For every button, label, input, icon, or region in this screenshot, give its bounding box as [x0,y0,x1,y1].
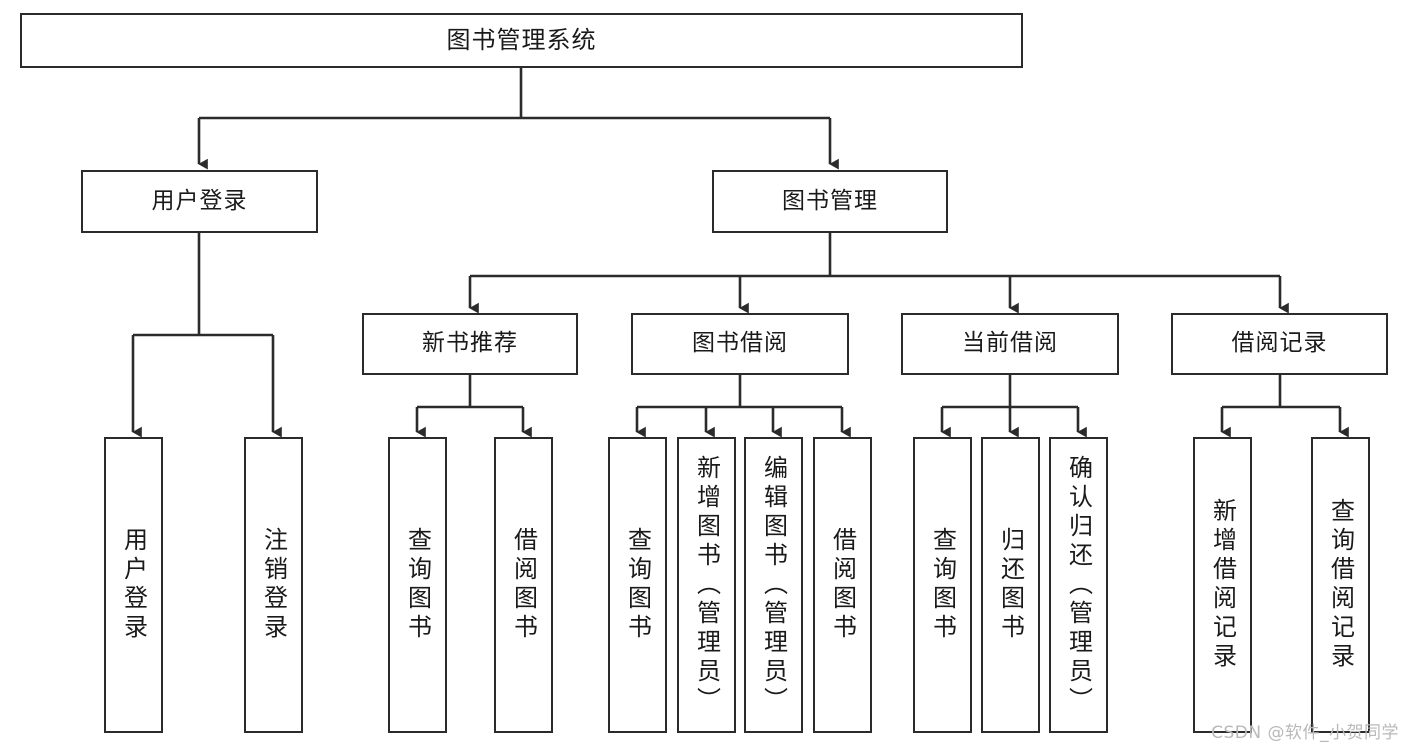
node-leaf-query-book-1[interactable]: 查询图书 [388,437,447,733]
node-current-borrow-label: 当前借阅 [962,330,1058,357]
node-leaf-query-book-2[interactable]: 查询图书 [608,437,667,733]
node-leaf-query-borrow-record-label: 查询借阅记录 [1326,498,1355,672]
node-new-book-recommend[interactable]: 新书推荐 [362,313,578,375]
node-leaf-add-book-label: 新增图书（管理员） [692,454,721,716]
node-user-login-label: 用户登录 [151,187,248,214]
node-borrow-record-label: 借阅记录 [1231,330,1328,357]
watermark: CSDN @软件_小贺同学 [1211,723,1399,743]
node-leaf-edit-book[interactable]: 编辑图书（管理员） [744,437,803,733]
node-borrow-record[interactable]: 借阅记录 [1171,313,1388,375]
node-leaf-user-login-label: 用户登录 [119,527,148,643]
node-current-borrow[interactable]: 当前借阅 [901,313,1119,375]
node-leaf-add-borrow-record-label: 新增借阅记录 [1208,498,1237,672]
node-book-borrow-label: 图书借阅 [692,330,788,357]
node-leaf-borrow-book-2[interactable]: 借阅图书 [813,437,872,733]
node-leaf-borrow-book-1[interactable]: 借阅图书 [494,437,553,733]
node-leaf-logout-login[interactable]: 注销登录 [244,437,303,733]
node-leaf-query-book-1-label: 查询图书 [403,527,432,643]
node-new-book-recommend-label: 新书推荐 [422,330,518,357]
node-root[interactable]: 图书管理系统 [20,13,1023,68]
node-leaf-logout-login-label: 注销登录 [259,527,288,643]
node-leaf-query-borrow-record[interactable]: 查询借阅记录 [1311,437,1370,733]
node-leaf-add-borrow-record[interactable]: 新增借阅记录 [1193,437,1252,733]
node-leaf-return-book-label: 归还图书 [996,527,1025,643]
node-leaf-borrow-book-1-label: 借阅图书 [509,527,538,643]
node-leaf-return-book[interactable]: 归还图书 [981,437,1040,733]
node-leaf-edit-book-label: 编辑图书（管理员） [759,454,788,716]
node-leaf-confirm-return-label: 确认归还（管理员） [1064,454,1093,716]
node-leaf-user-login[interactable]: 用户登录 [104,437,163,733]
node-leaf-confirm-return[interactable]: 确认归还（管理员） [1049,437,1108,733]
node-leaf-query-book-2-label: 查询图书 [623,527,652,643]
node-leaf-query-book-3[interactable]: 查询图书 [913,437,972,733]
node-user-login[interactable]: 用户登录 [81,170,318,233]
node-book-borrow[interactable]: 图书借阅 [631,313,849,375]
node-leaf-borrow-book-2-label: 借阅图书 [828,527,857,643]
node-leaf-query-book-3-label: 查询图书 [928,527,957,643]
node-leaf-add-book[interactable]: 新增图书（管理员） [677,437,736,733]
node-book-manage[interactable]: 图书管理 [712,170,948,233]
node-book-manage-label: 图书管理 [782,187,878,214]
node-root-label: 图书管理系统 [446,26,597,55]
